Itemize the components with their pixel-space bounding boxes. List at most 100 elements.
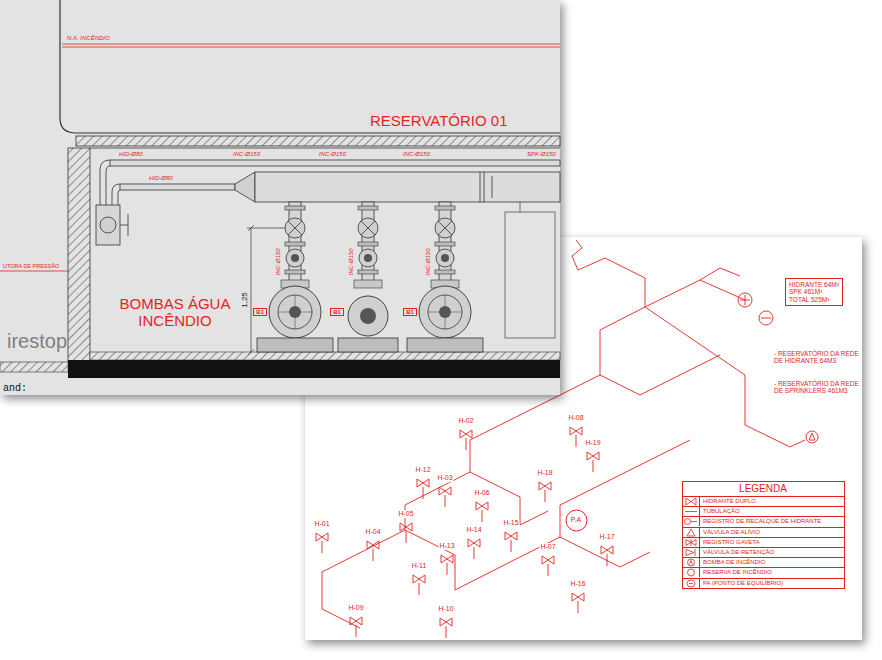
pipe-label: HID-Ø80 [118, 151, 144, 158]
reservoir-note: - RESERVATÓRIO DA REDE DE HIDRANTE 64M3 [773, 350, 861, 364]
pipe-label: INC-Ø150 [275, 247, 282, 276]
equipment-outline [520, 202, 521, 212]
hydrant-tag: H-02 [457, 417, 474, 425]
legend-sample [683, 538, 700, 547]
pipe [480, 172, 492, 202]
tag-text: B1 [333, 309, 341, 316]
hydrant-symbol [316, 533, 328, 553]
hydrant-tag: H-18 [536, 469, 553, 477]
legend-symbol [688, 559, 695, 566]
hydrant-network [809, 433, 815, 440]
fire-pump [257, 202, 483, 352]
legend-row: BOMBA DE INCÊNDIO [683, 557, 844, 567]
hydrant-tag: H-12 [414, 466, 431, 474]
hydrant-network [405, 440, 690, 590]
hydrant-tag: H-11 [411, 562, 428, 570]
hydrant-symbol [440, 618, 452, 638]
legend-row: PA (PONTO DE EQUILÍBRIO) [683, 578, 844, 588]
firestop-hatch [0, 362, 68, 372]
hydrant-symbol [587, 452, 599, 472]
legend-text: REGISTRO GAVETA [700, 538, 762, 547]
legend-sample [683, 507, 700, 516]
hydrant-network [645, 280, 745, 307]
ceiling-line [90, 148, 560, 149]
volume-text: TOTAL 525M³ [789, 296, 839, 303]
water-level-label: N.A. INCÊNDIO [66, 35, 111, 42]
reservoir-title: RESERVATÓRIO 01 [368, 112, 510, 129]
legend-symbol [685, 519, 698, 525]
pump-tag: B1 [330, 308, 344, 317]
pump-tag: B1 [253, 308, 267, 317]
legend-row: VÁLVULA DE RETENÇÃO [683, 547, 844, 557]
fire-pump [257, 286, 333, 352]
pipe [100, 160, 560, 205]
pressure-valve [100, 217, 116, 233]
hydrant-tag: H-04 [364, 528, 381, 536]
pipe [100, 160, 110, 205]
tag-text: B1 [256, 309, 264, 316]
hydrant-symbol [460, 430, 472, 450]
hydrant-tag: H-07 [539, 543, 556, 551]
legend-symbol [687, 580, 695, 587]
legend-text: VÁLVULA DE RETENÇÃO [700, 548, 777, 557]
water-level-line [62, 44, 560, 45]
hydrant-tag: H-08 [567, 414, 584, 422]
pump-room-sheet [0, 0, 560, 395]
legend-row: TUBULAÇÃO [683, 506, 844, 516]
legend-symbol [686, 549, 695, 556]
legend-row: HIDRANTE DUPLO [683, 496, 844, 506]
hydrant-symbol [413, 575, 425, 595]
dimension-line [248, 225, 254, 355]
hydrant-symbol [439, 487, 451, 507]
balance-point-circle [566, 510, 587, 531]
tag-text: B1 [406, 309, 414, 316]
hydrant-tag: H-15 [502, 519, 519, 527]
dimension-line [247, 228, 285, 229]
pipe [255, 172, 560, 202]
floor-hatch [90, 352, 560, 360]
legend-sample [683, 579, 700, 588]
pipe [235, 172, 255, 202]
legend-sample [683, 528, 700, 537]
fire-pump [431, 202, 459, 288]
hydrant-symbol [350, 617, 362, 637]
hydrant-network [600, 355, 720, 395]
hydrant-symbol [441, 555, 453, 575]
hydrant-tag: H-06 [473, 489, 490, 497]
pressure-valve [120, 214, 128, 236]
hydrant-network [738, 293, 752, 307]
hydrant-symbol [570, 427, 582, 447]
floor-slab [68, 360, 560, 378]
pipe-label: INC-Ø150 [425, 247, 432, 276]
fire-pump [338, 296, 398, 352]
wall-hatch [68, 148, 90, 362]
legend-text: REGISTRO DE RECALQUE DE HIDRANTE [700, 517, 824, 526]
fire-pump [407, 286, 483, 352]
equipment-outline [505, 202, 555, 338]
legend-symbol [686, 498, 696, 505]
pipe [120, 184, 235, 190]
layer-name: irestop [6, 330, 68, 352]
legend-box: HIDRANTE DUPLOTUBULAÇÃOREGISTRO DE RECAL… [682, 481, 845, 589]
leader-line [0, 271, 68, 272]
volume-text: HIDRANTE 64M³ [789, 281, 839, 288]
legend-sample [683, 568, 700, 577]
legend-row: RESERVA DE INCÊNDIO [683, 567, 844, 577]
hydrant-symbol [468, 539, 480, 559]
pipe-label: INC-Ø150 [402, 151, 431, 158]
slab-hatch [76, 136, 560, 146]
balance-point: P.A [565, 509, 588, 532]
hydrant-network [560, 537, 650, 567]
command-line: and: [2, 383, 28, 394]
pipe-label: INC-Ø150 [232, 151, 261, 158]
hydrant-tag: H-03 [436, 474, 453, 482]
legend-row: VÁLVULA DE ALÍVIO [683, 527, 844, 537]
legend-sample [683, 497, 700, 506]
hydrant-symbols [316, 427, 613, 638]
legend-text: HIDRANTE DUPLO [700, 497, 759, 506]
hydrant-network [759, 311, 773, 325]
legend-sample [683, 548, 700, 557]
water-level-line [62, 47, 560, 48]
hydrant-symbol [476, 502, 488, 522]
